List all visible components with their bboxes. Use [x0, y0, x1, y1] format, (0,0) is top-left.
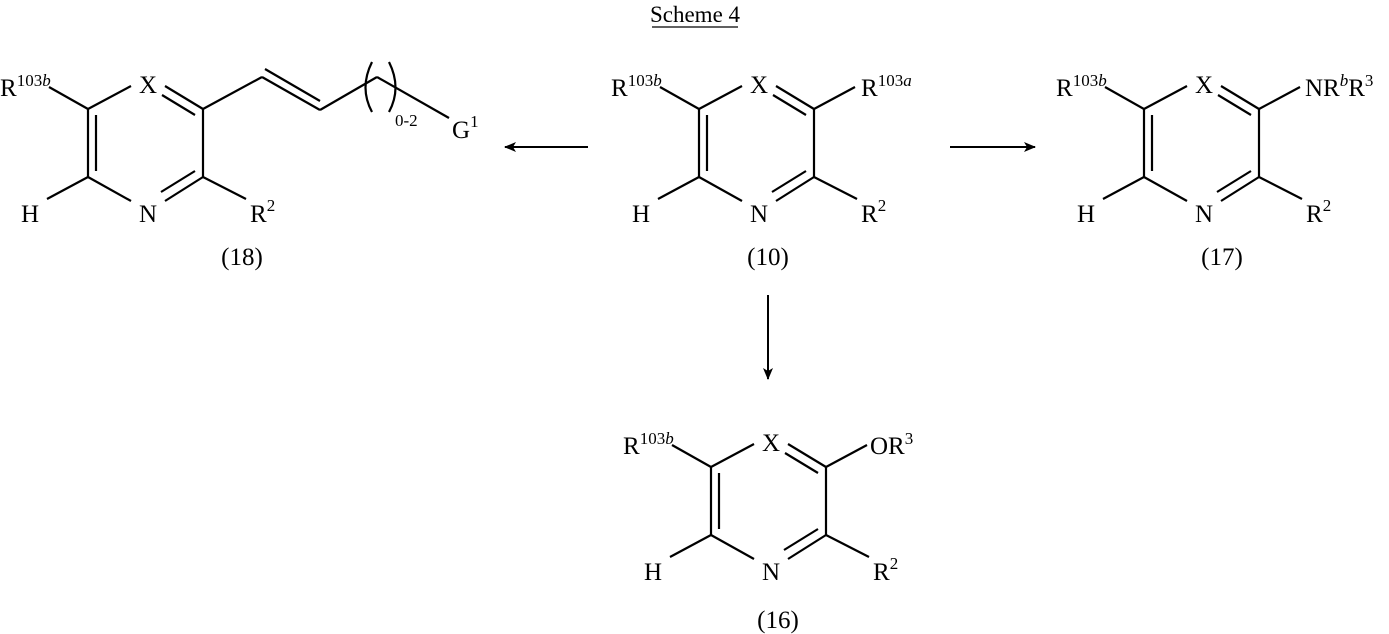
pyrazine-ring: [1101, 84, 1304, 203]
pyrazine-ring: [45, 84, 248, 203]
r103b-label: R103b: [1056, 71, 1107, 102]
h-label: H: [21, 201, 39, 228]
r2-label: R2: [861, 196, 886, 228]
h-label: H: [644, 559, 662, 586]
scheme-title: Scheme 4: [650, 2, 741, 27]
x-atom-label: X: [750, 72, 768, 99]
compound-number: (10): [747, 244, 789, 271]
r2-label: R2: [873, 554, 898, 586]
n-atom-label: N: [762, 559, 780, 586]
h-label: H: [1077, 201, 1095, 228]
x-atom-label: X: [1195, 72, 1213, 99]
x-atom-label: X: [762, 430, 780, 457]
g1-label: G1: [452, 112, 479, 144]
n-atom-label: N: [1195, 201, 1213, 228]
h-label: H: [632, 201, 650, 228]
compound-10: R103b X R103a H N R2 (10): [611, 71, 912, 271]
pyrazine-ring: [656, 84, 859, 203]
r2-label: R2: [1306, 196, 1331, 228]
compound-18: R103b X H N R2 0-2 G1 (18): [0, 61, 479, 271]
repeat-count: 0-2: [395, 111, 418, 130]
left-parenthesis: [364, 61, 373, 113]
r103b-label: R103b: [0, 71, 51, 102]
n-atom-label: N: [750, 201, 768, 228]
pyrazine-ring: [668, 442, 871, 561]
r2-label: R2: [250, 196, 275, 228]
r103a-label: R103a: [861, 71, 912, 102]
compound-16: R103b X OR3 H N R2 (16): [623, 429, 913, 634]
n-atom-label: N: [139, 201, 157, 228]
right-parenthesis: [388, 61, 397, 113]
x-atom-label: X: [139, 72, 157, 99]
alkenyl-chain: [202, 61, 450, 119]
amine-label: NRbR3: [1305, 71, 1373, 102]
compound-number: (17): [1201, 244, 1243, 271]
compound-number: (18): [221, 244, 263, 271]
compound-17: R103b X NRbR3 H N R2 (17): [1056, 71, 1373, 271]
compound-number: (16): [757, 607, 799, 634]
r103b-label: R103b: [623, 429, 674, 460]
ether-label: OR3: [870, 429, 913, 460]
r103b-label: R103b: [611, 71, 662, 102]
